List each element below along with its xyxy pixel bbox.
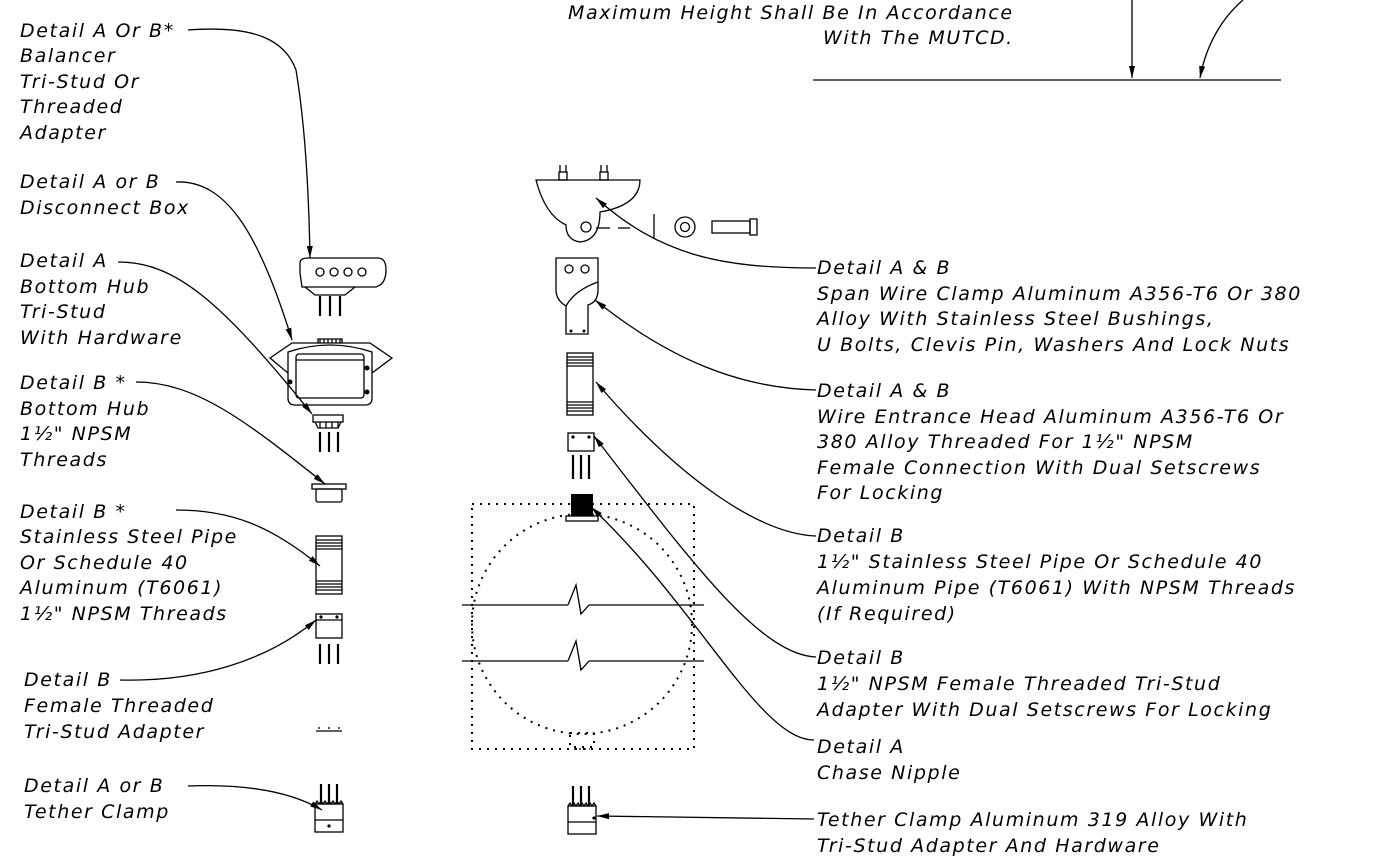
label-line: Bottom Hub (20, 276, 150, 298)
label-line: Bottom Hub (20, 398, 150, 420)
header-note: Maximum Height Shall Be In Accordance Wi… (568, 2, 1014, 49)
label-line: Stainless Steel Pipe (20, 526, 238, 548)
height-dimension (813, 0, 1281, 81)
leader-bottom-hub-tri-stud (117, 261, 313, 415)
left-label-stainless-pipe: Detail B * Stainless Steel Pipe Or Sched… (18, 501, 238, 625)
left-label-bottom-hub-tri-stud: Detail A Bottom Hub Tri-Stud With Hardwa… (20, 250, 183, 349)
label-line: Chase Nipple (817, 762, 961, 784)
leader-pipe (595, 381, 817, 537)
leader-chase-nipple (590, 506, 815, 741)
label-line: 1½" NPSM Threads (20, 603, 228, 625)
right-label-chase-nipple: Detail A Chase Nipple (817, 736, 961, 784)
leader-tether-clamp (187, 785, 323, 811)
right-label-tether-clamp: Tether Clamp Aluminum 319 Alloy With Tri… (817, 809, 1248, 857)
disconnect-box-part (268, 338, 394, 406)
stainless-pipe-part (315, 535, 343, 595)
label-line: Detail B * (20, 372, 127, 394)
label-line: (If Required) (817, 603, 957, 625)
label-line: Adapter (18, 122, 107, 144)
label-line: Aluminum (T6061) (18, 577, 223, 599)
label-line: Tri-Stud Adapter (24, 721, 205, 743)
label-line: Disconnect Box (20, 197, 190, 219)
label-line: Detail A or B (24, 775, 164, 797)
label-line: Detail B * (20, 501, 127, 523)
wire-entrance-head-part (555, 257, 599, 335)
label-line: U Bolts, Clevis Pin, Washers And Lock Nu… (817, 334, 1290, 356)
label-line: Tri-Stud Adapter And Hardware (817, 835, 1161, 857)
label-line: Detail B (817, 525, 905, 547)
label-line: 1½" Stainless Steel Pipe Or Schedule 40 (817, 551, 1263, 573)
pipe-center-part (566, 352, 594, 416)
leader-npsm-adapter (593, 435, 817, 658)
bottom-hub-npsm-part (311, 483, 347, 503)
left-label-balancer: Detail A Or B* Balancer Tri-Stud Or Thre… (18, 20, 175, 144)
leader-female-adapter (119, 619, 317, 681)
label-line: Detail A & B (817, 257, 951, 279)
npsm-adapter-part (567, 432, 595, 479)
female-adapter-part (315, 613, 343, 664)
label-line: 1½" NPSM (20, 423, 132, 445)
label-line: Threaded (20, 96, 123, 118)
label-line: Female Connection With Dual Setscrews (817, 457, 1261, 479)
label-line: Detail A (817, 736, 905, 758)
label-line: Balancer (20, 45, 116, 67)
label-line: 1½" NPSM Female Threaded Tri-Stud (817, 673, 1221, 695)
signal-head-outline (462, 503, 704, 750)
label-line: Threads (20, 449, 108, 471)
left-label-bottom-hub-npsm: Detail B * Bottom Hub 1½" NPSM Threads (20, 372, 150, 471)
leader-bottom-hub-npsm (135, 381, 326, 485)
right-label-npsm-adapter: Detail B 1½" NPSM Female Threaded Tri-St… (815, 647, 1272, 721)
label-line: Span Wire Clamp Aluminum A356-T6 Or 380 (817, 283, 1302, 305)
label-line: Tether Clamp Aluminum 319 Alloy With (817, 809, 1248, 831)
label-line: 380 Alloy Threaded For 1½" NPSM (817, 431, 1194, 453)
left-leaders (117, 28, 326, 811)
leader-balancer (187, 28, 313, 259)
label-line: With Hardware (20, 327, 183, 349)
balancer-part (299, 257, 387, 316)
span-wire-clamp-part (535, 165, 758, 243)
label-line: Tri-Stud Or (20, 71, 140, 93)
label-line: Adapter With Dual Setscrews For Locking (815, 699, 1272, 721)
label-line: Detail A or B (20, 171, 160, 193)
leader-wire-entrance-head (594, 299, 817, 391)
header-note-line-2: With The MUTCD. (823, 27, 1014, 49)
leader-span-wire-clamp (595, 197, 817, 269)
left-label-disconnect-box: Detail A or B Disconnect Box (20, 171, 190, 219)
leader-stainless-pipe (175, 509, 321, 567)
tether-clamp-center-part (567, 786, 597, 835)
left-label-tether-clamp: Detail A or B Tether Clamp (24, 775, 170, 823)
leader-disconnect-box (175, 181, 293, 341)
ground-leader-arrow (1199, 0, 1244, 79)
label-line: Female Threaded (24, 695, 214, 717)
label-line: Detail B (24, 669, 112, 691)
label-line: Tether Clamp (24, 801, 170, 823)
label-line: For Locking (817, 482, 944, 504)
right-label-span-wire-clamp: Detail A & B Span Wire Clamp Aluminum A3… (815, 257, 1302, 356)
bottom-hub-tri-stud-part (312, 414, 344, 452)
label-line: Detail B (817, 647, 905, 669)
chase-nipple-lower (569, 732, 595, 750)
right-label-pipe: Detail B 1½" Stainless Steel Pipe Or Sch… (815, 525, 1296, 625)
label-line: Or Schedule 40 (20, 552, 189, 574)
label-line: Aluminum Pipe (T6061) With NPSM Threads (815, 577, 1296, 599)
label-line: Detail A (20, 250, 108, 272)
small-part-left (316, 727, 342, 732)
chase-nipple-part (565, 494, 599, 522)
label-line: Wire Entrance Head Aluminum A356-T6 Or (817, 406, 1284, 428)
label-line: Alloy With Stainless Steel Bushings, (815, 308, 1215, 330)
right-label-wire-entrance-head: Detail A & B Wire Entrance Head Aluminum… (817, 380, 1284, 504)
label-line: Detail A Or B* (20, 20, 175, 42)
label-line: Tri-Stud (20, 301, 107, 323)
leader-tether-clamp-right (596, 813, 815, 820)
right-leaders (590, 197, 817, 820)
header-note-line-1: Maximum Height Shall Be In Accordance (568, 2, 1014, 24)
tether-clamp-part (314, 784, 344, 833)
label-line: Detail A & B (817, 380, 951, 402)
left-label-female-adapter: Detail B Female Threaded Tri-Stud Adapte… (24, 669, 214, 743)
